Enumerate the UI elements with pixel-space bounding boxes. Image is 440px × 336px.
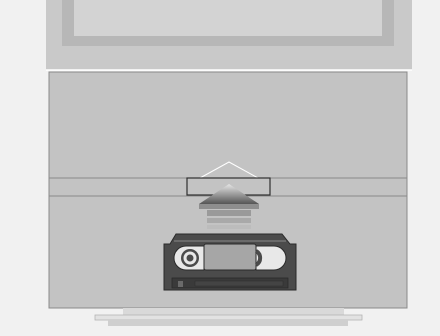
arrow-band-2 (207, 210, 251, 216)
stand-plate (95, 315, 362, 320)
monitor-screen (74, 0, 382, 36)
cassette-label (204, 244, 256, 270)
vhs-cassette-icon (164, 234, 296, 290)
monitor (46, 0, 412, 70)
cassette-top-rim (174, 240, 286, 242)
stand-upper (123, 308, 344, 315)
arrow-band-4 (207, 225, 251, 229)
stand-foot (108, 320, 348, 326)
right-reel-window (256, 246, 286, 270)
cassette-tab-left (178, 281, 183, 287)
device-stand (95, 308, 362, 326)
arrow-band-3 (207, 218, 251, 223)
cassette-door (195, 281, 283, 286)
arrow-band-1 (199, 204, 259, 209)
left-reel-window (174, 246, 204, 270)
